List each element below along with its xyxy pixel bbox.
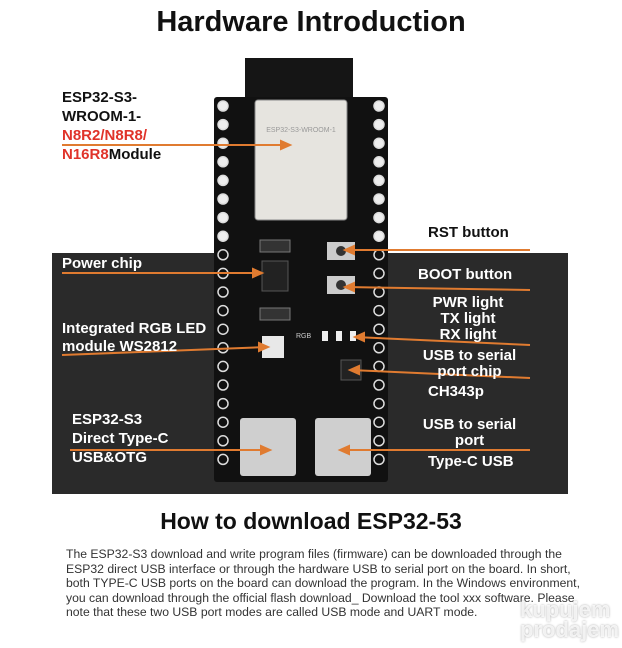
- pwr-light: PWR light: [432, 294, 504, 311]
- pointer-arrow: [344, 286, 531, 291]
- label-usb-serial-port: USB to serial port: [412, 417, 527, 449]
- header-pin: [217, 230, 229, 242]
- header-pin: [217, 379, 229, 391]
- pointer-arrow: [354, 336, 531, 346]
- label-type-c-otg: ESP32-S3 Direct Type-C USB&OTG: [72, 410, 168, 467]
- arrow-head: [258, 341, 271, 353]
- arrow-head: [342, 281, 355, 293]
- header-pin: [217, 156, 229, 168]
- module-label-line1: ESP32-S3-: [62, 89, 138, 106]
- arrow-head: [347, 364, 360, 376]
- header-pin: [373, 342, 385, 354]
- esp32-module: [254, 99, 348, 221]
- module-label-suffix: Module: [108, 146, 162, 163]
- header-pin: [217, 100, 229, 112]
- header-pin: [373, 100, 385, 112]
- header-pin: [217, 286, 229, 298]
- usb-serial-port-line1: USB to serial: [422, 416, 517, 433]
- section-title: How to download ESP32-53: [160, 508, 462, 534]
- header-pin: [217, 453, 229, 466]
- arrow-head: [352, 331, 365, 343]
- header-pin: [373, 379, 385, 391]
- type-c-line2: Direct Type-C: [72, 430, 169, 447]
- header-pin: [217, 360, 229, 373]
- header-pin: [217, 193, 229, 205]
- header-pin: [373, 416, 385, 428]
- type-c-line3: USB&OTG: [72, 449, 147, 466]
- arrow-head: [342, 244, 355, 256]
- module-chip-text: ESP32-S3-WROOM-1: [266, 127, 336, 134]
- arrow-head: [260, 444, 273, 456]
- rx-light: RX light: [439, 326, 497, 343]
- usb-serial-chip-line1: USB to serial: [422, 347, 517, 364]
- tx-light: TX light: [440, 310, 496, 327]
- header-pin: [373, 435, 385, 447]
- header-pin: [373, 323, 385, 335]
- label-usb-serial-chip: USB to serial port chip: [412, 348, 527, 380]
- type-c-uart-port: [315, 418, 371, 476]
- header-pin: [217, 304, 229, 317]
- header-pin: [373, 230, 385, 242]
- module-label-line4: N16R8: [62, 146, 109, 163]
- rgb-led-line1: Integrated RGB LED: [62, 320, 207, 337]
- pointer-arrow: [61, 346, 269, 356]
- module-label: ESP32-S3- WROOM-1- N8R2/N8R8/ N16R8Modul…: [62, 88, 161, 164]
- board-illustration: ESP32-S3-WROOM-1 RGB: [61, 58, 531, 482]
- header-pin: [373, 304, 385, 317]
- usb-serial-port-line2: port: [454, 432, 485, 449]
- description-paragraph: The ESP32-S3 download and write program …: [66, 547, 580, 620]
- power-chip: [261, 260, 289, 292]
- header-pin: [217, 118, 229, 131]
- module-label-line2: WROOM-1-: [62, 108, 142, 125]
- type-c-line1: ESP32-S3: [72, 411, 143, 428]
- header-pin: [217, 397, 229, 410]
- header-pin: [373, 174, 385, 187]
- label-rst: RST button: [428, 224, 509, 241]
- header-pin: [217, 211, 229, 224]
- rgb-silk: RGB: [296, 333, 312, 340]
- arrow-head: [337, 444, 350, 456]
- header-pin: [217, 435, 229, 447]
- rgb-led-line2: module WS2812: [62, 338, 178, 355]
- header-pin: [373, 118, 385, 131]
- label-lights: PWR light TX light RX light: [418, 295, 518, 343]
- arrow-head: [280, 139, 293, 151]
- rgb-led: [262, 336, 284, 358]
- page-title: Hardware Introduction: [156, 6, 466, 38]
- header-pin: [373, 453, 385, 466]
- header-pin: [373, 211, 385, 224]
- header-pin: [217, 249, 229, 261]
- label-type-c-usb: Type-C USB: [428, 453, 514, 470]
- label-rgb-led: Integrated RGB LED module WS2812: [62, 320, 206, 356]
- label-ch343p: CH343p: [428, 383, 484, 400]
- header-pin: [217, 416, 229, 428]
- arrow-head: [252, 267, 265, 279]
- label-power-chip: Power chip: [62, 255, 143, 272]
- pointer-arrow: [349, 369, 531, 379]
- header-pin: [217, 174, 229, 187]
- header-pin: [373, 193, 385, 205]
- header-pin: [373, 397, 385, 410]
- header-pin: [373, 156, 385, 168]
- header-pin: [373, 137, 385, 149]
- header-pin: [217, 137, 229, 149]
- type-c-otg-port: [240, 418, 296, 476]
- module-label-line3: N8R2/N8R8/: [62, 127, 148, 144]
- usb-serial-chip-line2: port chip: [437, 363, 502, 380]
- header-pin: [217, 323, 229, 335]
- header-pin: [373, 267, 385, 280]
- label-boot: BOOT button: [418, 266, 513, 283]
